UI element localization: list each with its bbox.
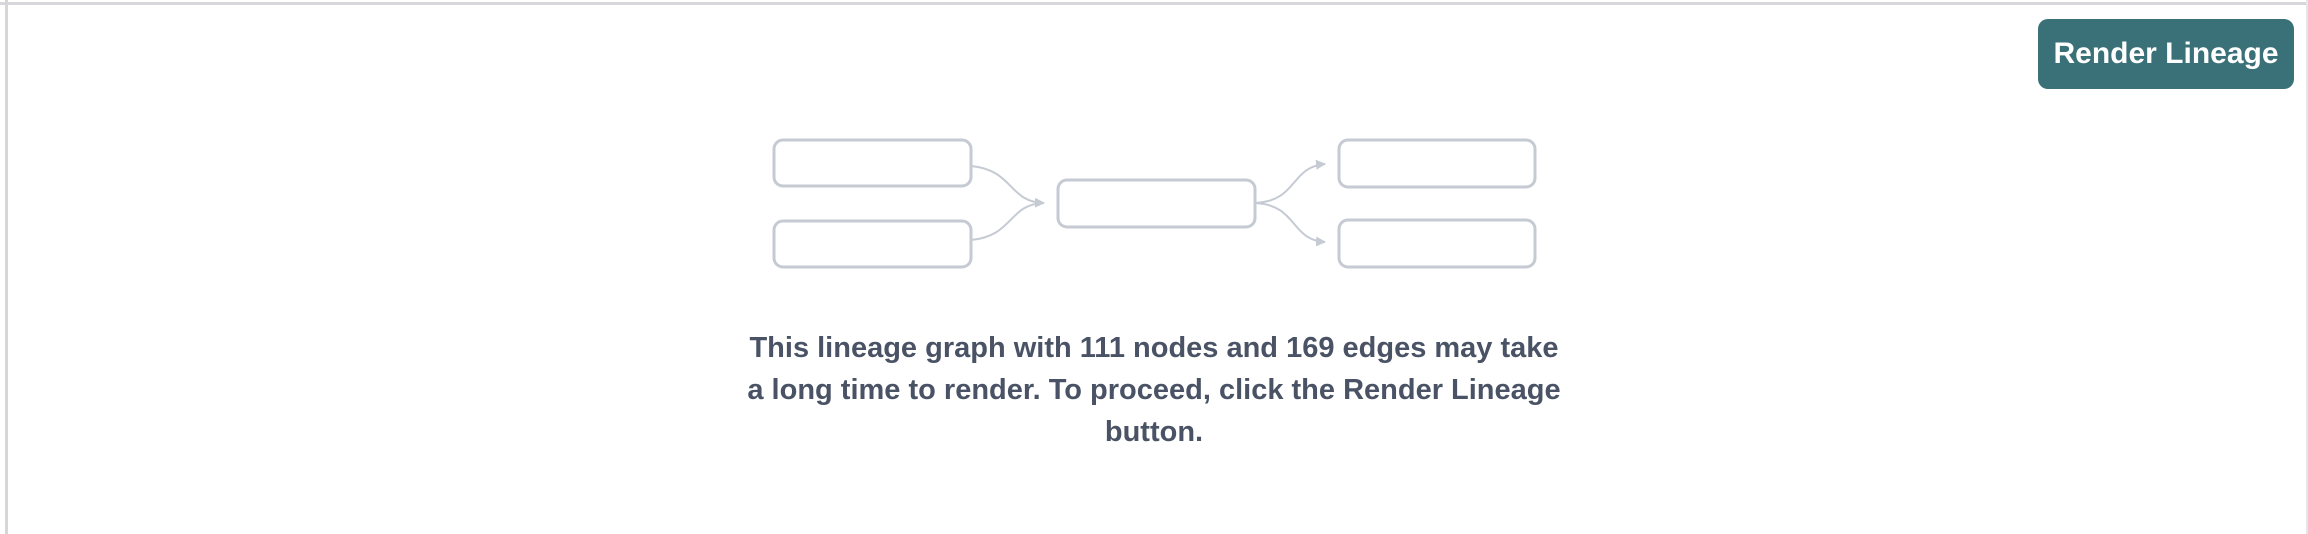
warning-line-1: This lineage graph with 111 nodes and 16… bbox=[749, 332, 1559, 364]
placeholder-node bbox=[1337, 138, 1537, 189]
panel-top-border bbox=[0, 2, 2308, 5]
warning-line-3: button. bbox=[1104, 416, 1204, 448]
placeholder-edge bbox=[1254, 159, 1326, 204]
lineage-placeholder-graphic bbox=[772, 138, 1537, 269]
placeholder-node bbox=[1337, 218, 1537, 269]
panel-right-border bbox=[2306, 0, 2308, 534]
render-warning-message: This lineage graph with 111 nodes and 16… bbox=[654, 327, 1654, 453]
placeholder-node bbox=[1056, 178, 1257, 229]
panel-left-border bbox=[5, 0, 8, 534]
placeholder-edge bbox=[970, 165, 1045, 208]
render-lineage-button[interactable]: Render Lineage bbox=[2038, 19, 2294, 89]
placeholder-edge bbox=[1254, 202, 1326, 247]
placeholder-node bbox=[772, 138, 973, 188]
placeholder-node bbox=[772, 219, 973, 269]
placeholder-edge bbox=[970, 202, 1045, 241]
warning-line-2: a long time to render. To proceed, click… bbox=[747, 374, 1561, 406]
